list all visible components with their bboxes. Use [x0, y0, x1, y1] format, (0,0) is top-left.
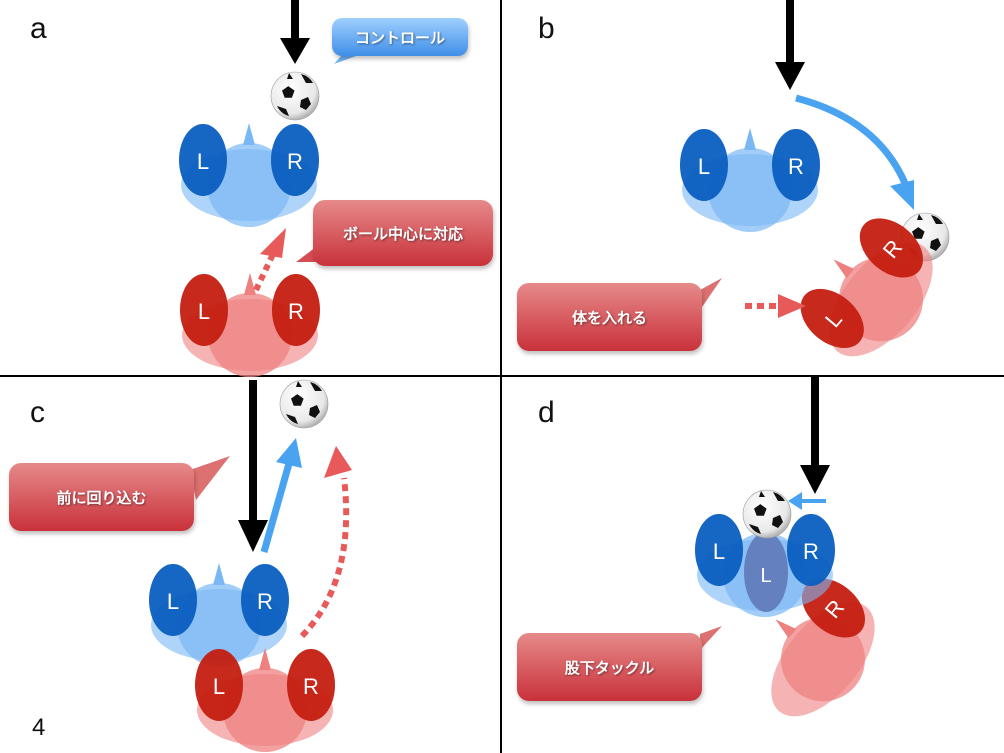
foot-label-left: L: [197, 149, 209, 174]
pass-arrow: [800, 377, 830, 494]
figure-number: 4: [32, 714, 46, 741]
pass-arrow: [238, 380, 268, 552]
callout-control: コントロール: [332, 18, 468, 56]
ball-path-arrow: [795, 94, 914, 210]
callout-ball-centered: ボール中心に対応: [313, 200, 493, 266]
dashed-move-arrow: [745, 294, 806, 318]
callout-nutmeg-tackle: 股下タックル: [517, 633, 702, 701]
panel-label-d: d: [538, 396, 555, 429]
foot-label-right: R: [257, 589, 273, 614]
foot-label-right: R: [288, 299, 304, 324]
foot-label-left: L: [713, 539, 725, 564]
defender-player: L R: [180, 273, 320, 377]
attacker-player: L R: [179, 123, 319, 227]
soccer-ball-icon: [279, 379, 329, 429]
ball-path-arrow: [788, 492, 826, 510]
foot-label-left: L: [167, 589, 179, 614]
attacker-player: L R: [695, 513, 835, 617]
defender-player: L R: [788, 205, 959, 380]
defender-player: L R: [195, 648, 335, 752]
pass-arrow: [280, 0, 310, 64]
panel-label-b: b: [538, 12, 555, 45]
foot-label-right: R: [287, 149, 303, 174]
soccer-ball-icon: [270, 71, 320, 121]
bubble-tail: [700, 626, 722, 650]
foot-label-left: L: [698, 154, 710, 179]
bubble-tail: [700, 278, 722, 310]
soccer-ball-icon: [742, 489, 792, 539]
bubble-tail: [190, 456, 230, 500]
foot-label-left: L: [213, 674, 225, 699]
attacker-player: L R: [680, 128, 820, 232]
defender-tackling-foot: L: [744, 532, 788, 612]
callout-body-in: 体を入れる: [517, 283, 702, 351]
foot-label-right: R: [788, 154, 804, 179]
defender-player: R: [771, 578, 875, 717]
foot-label-left: L: [198, 299, 210, 324]
dashed-move-arrow: [299, 446, 352, 639]
attacker-player: L R: [149, 563, 289, 667]
dashed-move-arrow: [253, 228, 286, 292]
foot-label-left: L: [760, 565, 771, 587]
horizontal-divider: [0, 375, 1004, 377]
panel-label-a: a: [30, 12, 47, 45]
foot-label-right: R: [803, 539, 819, 564]
callout-cut-in-front: 前に回り込む: [9, 463, 194, 531]
panel-label-c: c: [30, 396, 45, 429]
pass-arrow: [775, 0, 805, 90]
foot-label-right: R: [303, 674, 319, 699]
ball-path-arrow: [260, 438, 302, 553]
